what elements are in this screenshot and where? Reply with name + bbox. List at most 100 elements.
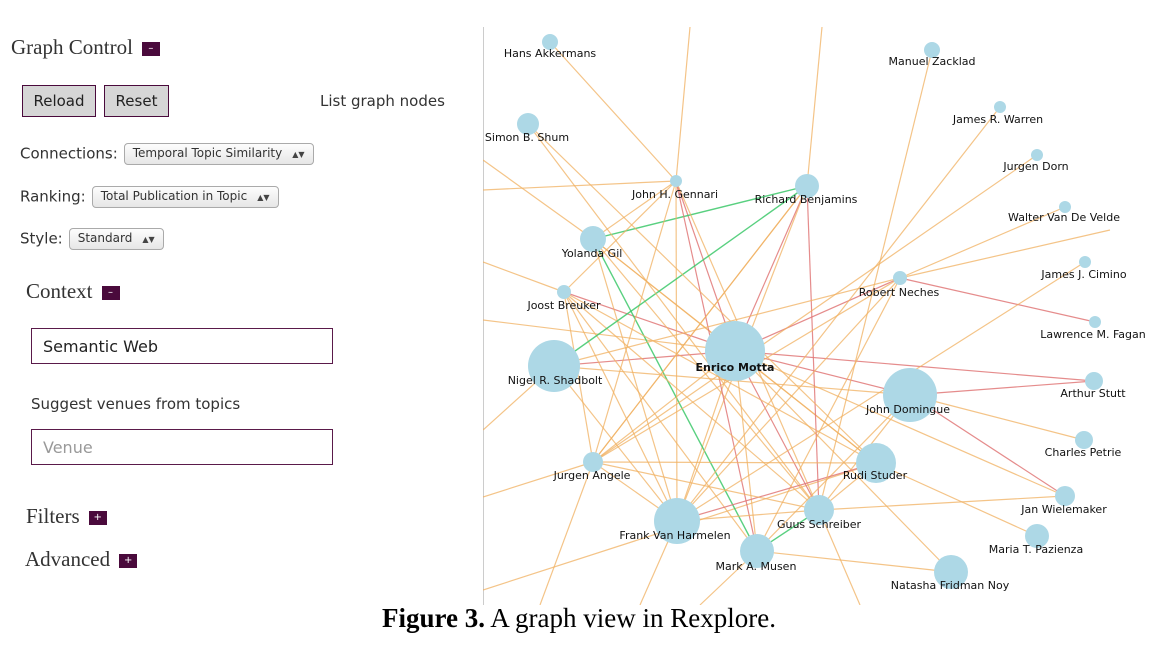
graph-node-label[interactable]: Lawrence M. Fagan (1040, 328, 1145, 341)
graph-node[interactable] (1025, 524, 1049, 548)
graph-node[interactable] (856, 443, 896, 483)
graph-edge (527, 123, 820, 511)
graph-node-label[interactable]: John H. Gennari (631, 188, 718, 201)
graph-node-label[interactable]: James R. Warren (952, 113, 1043, 126)
graph-edge (734, 350, 758, 552)
graph-edge (756, 277, 901, 552)
graph-node[interactable] (705, 321, 765, 381)
graph-node[interactable] (580, 226, 606, 252)
graph-node-label[interactable]: John Domingue (865, 403, 950, 416)
graph-edge (734, 185, 808, 352)
style-label: Style: (20, 229, 63, 248)
filters-title: Filters (26, 504, 80, 528)
graph-node-label[interactable]: Mark A. Musen (716, 560, 797, 573)
graph-control-collapse-toggle[interactable]: – (141, 42, 160, 57)
graph-edge (676, 106, 1001, 522)
graph-control-header: Graph Control– (11, 35, 160, 60)
graph-node-label[interactable]: Jan Wielemaker (1020, 503, 1107, 516)
graph-node[interactable] (670, 175, 682, 187)
graph-node[interactable] (1031, 149, 1043, 161)
graph-node-label[interactable]: Simon B. Shum (485, 131, 569, 144)
style-select[interactable]: Standard ▲▼ (68, 228, 164, 250)
graph-edge (806, 185, 820, 511)
graph-node-label[interactable]: Robert Neches (859, 286, 940, 299)
graph-node[interactable] (1059, 201, 1071, 213)
graph-node-label[interactable]: Yolanda Gil (561, 247, 623, 260)
graph-edge (563, 291, 678, 522)
graph-edge (909, 394, 1066, 497)
list-graph-nodes-link[interactable]: List graph nodes (320, 92, 445, 110)
graph-node[interactable] (542, 34, 558, 50)
select-arrows-icon: ▲▼ (257, 193, 270, 202)
graph-node[interactable] (934, 555, 968, 589)
graph-node[interactable] (1085, 372, 1103, 390)
graph-control-title: Graph Control (11, 35, 133, 59)
graph-node[interactable] (924, 42, 940, 58)
ranking-select[interactable]: Total Publication in Topic▲▼ (91, 186, 279, 208)
reset-button[interactable]: Reset (104, 85, 169, 117)
graph-edges (483, 27, 1111, 605)
ranking-label: Ranking: (20, 187, 86, 206)
graph-node[interactable] (583, 452, 603, 472)
graph-node[interactable] (883, 368, 937, 422)
graph-node-label[interactable]: Arthur Stutt (1060, 387, 1126, 400)
graph-edge (909, 380, 1095, 396)
venue-input[interactable]: Venue (31, 429, 333, 465)
select-arrows-icon: ▲▼ (142, 235, 155, 244)
graph-node-label[interactable]: Walter Van De Velde (1008, 211, 1120, 224)
graph-node-label[interactable]: Guus Schreiber (777, 518, 862, 531)
connections-select[interactable]: Temporal Topic Similarity▲▼ (123, 143, 314, 165)
graph-node[interactable] (1075, 431, 1093, 449)
graph-node-label[interactable]: Hans Akkermans (504, 47, 597, 60)
graph-edge (592, 238, 820, 511)
graph-edge-offscreen (806, 27, 823, 187)
graph-node[interactable] (1055, 486, 1075, 506)
graph-edge-offscreen (899, 229, 1111, 279)
graph-node-label[interactable]: Enrico Motta (696, 361, 775, 374)
graph-node[interactable] (795, 174, 819, 198)
graph-node[interactable] (517, 113, 539, 135)
advanced-title: Advanced (25, 547, 111, 571)
graph-node[interactable] (654, 498, 700, 544)
graph-edge-offscreen (483, 319, 736, 352)
graph-edge (592, 350, 736, 463)
graph-node-label[interactable]: Joost Breuker (526, 299, 601, 312)
graph-node-label[interactable]: Jurgen Dorn (1002, 160, 1068, 173)
graph-edge (592, 238, 678, 522)
graph-node-label[interactable]: Manuel Zacklad (889, 55, 976, 68)
graph-edge (553, 365, 678, 522)
caption-text: A graph view in Rexplore. (485, 603, 776, 633)
style-select-value: Standard (77, 231, 133, 245)
graph-node-label[interactable]: Charles Petrie (1045, 446, 1122, 459)
graph-node[interactable] (1089, 316, 1101, 328)
graph-node[interactable] (557, 285, 571, 299)
graph-edge (676, 277, 901, 522)
graph-edge (734, 350, 952, 573)
topic-input[interactable]: Semantic Web (31, 328, 333, 364)
context-collapse-toggle[interactable]: – (101, 286, 120, 301)
graph-node-label[interactable]: Jurgen Angele (553, 469, 631, 482)
graph-edge (818, 49, 933, 511)
context-title: Context (26, 279, 93, 303)
graph-node[interactable] (994, 101, 1006, 113)
graph-node[interactable] (528, 340, 580, 392)
graph-edge (676, 261, 1086, 522)
style-row: Style: Standard ▲▼ (20, 228, 164, 250)
graph-node-label[interactable]: Frank Van Harmelen (619, 529, 730, 542)
suggest-venues-label: Suggest venues from topics (31, 395, 241, 413)
graph-node-label[interactable]: James J. Cimino (1040, 268, 1126, 281)
graph-node-label[interactable]: Nigel R. Shadbolt (508, 374, 603, 387)
filters-expand-toggle[interactable]: + (88, 511, 107, 526)
advanced-expand-toggle[interactable]: + (119, 554, 138, 569)
reload-button[interactable]: Reload (22, 85, 96, 117)
graph-node-label[interactable]: Richard Benjamins (755, 193, 858, 206)
graph-node[interactable] (804, 495, 834, 525)
graph-node-label[interactable]: Rudi Studer (843, 469, 908, 482)
graph-node[interactable] (740, 534, 774, 568)
graph-node-label[interactable]: Maria T. Pazienza (989, 543, 1083, 556)
graph-node[interactable] (1079, 256, 1091, 268)
graph-node[interactable] (893, 271, 907, 285)
graph-node-label[interactable]: Natasha Fridman Noy (891, 579, 1010, 592)
